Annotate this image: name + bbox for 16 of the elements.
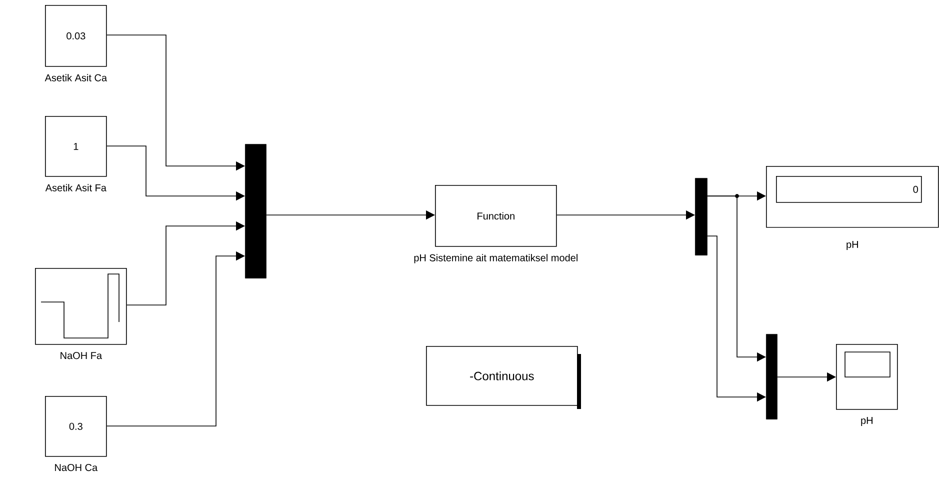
constant-block: 1 (45, 116, 107, 177)
signal-line (106, 251, 245, 426)
signal-line (126, 221, 245, 306)
constant-block: 0.03 (45, 5, 107, 67)
block-label: Asetik Asit Fa (45, 184, 106, 192)
block-label: pH (846, 241, 858, 250)
block-label: Asetik Asit Ca (44, 74, 108, 82)
block-label: NaOH Ca (55, 464, 98, 472)
function-block: Function (435, 185, 557, 247)
block-label: pH (861, 416, 872, 426)
powergui-block: -Continuous (426, 346, 581, 409)
display-field: 0 (776, 176, 922, 203)
block-label: NaOH Fa (60, 352, 102, 360)
block-label: pH Sistemine ait matematiksel model (414, 254, 578, 264)
constant-block: 0.3 (45, 396, 107, 457)
mux-bar (245, 144, 266, 278)
